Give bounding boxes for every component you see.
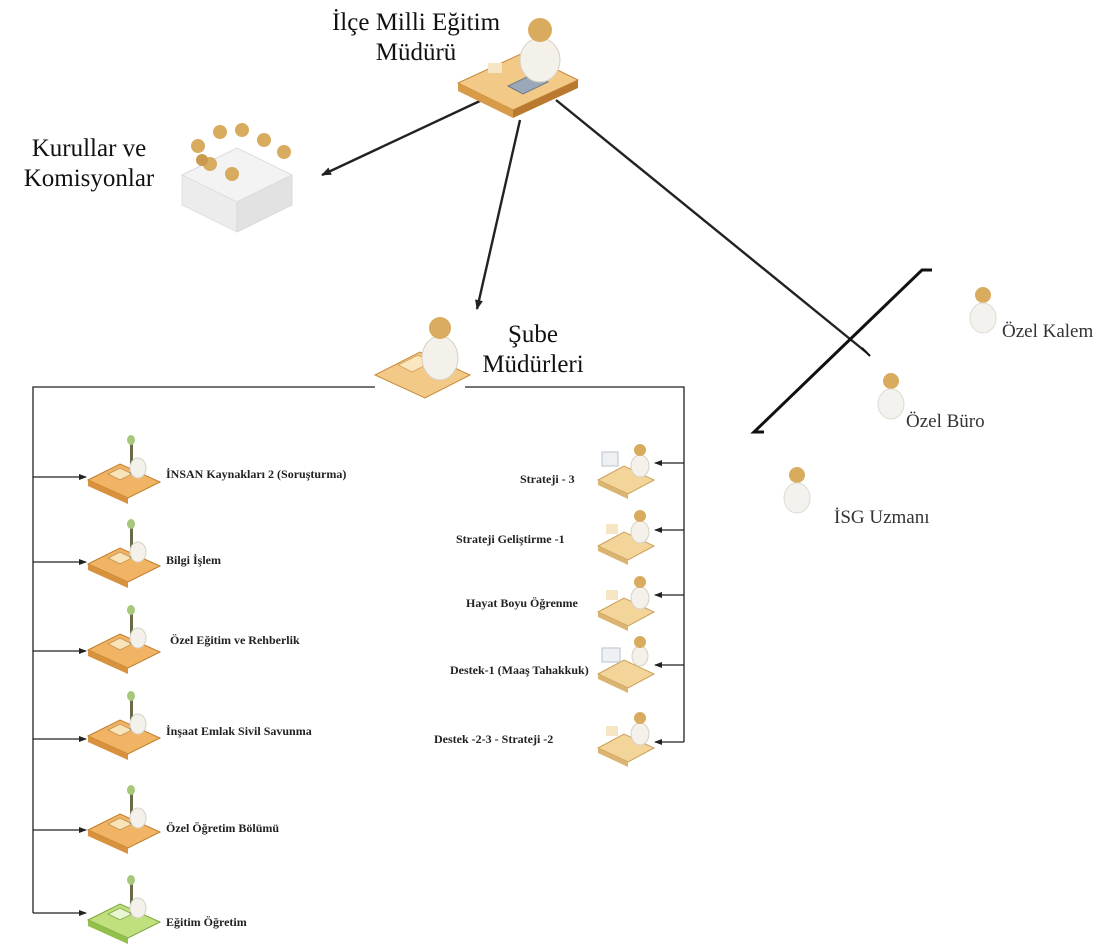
staff-osh-specialist: İSG Uzmanı xyxy=(834,507,930,528)
unit-workstation-icon xyxy=(596,706,656,773)
unit-label: Eğitim Öğretim xyxy=(166,915,247,929)
unit-workstation-icon xyxy=(86,604,162,679)
line-to-staff xyxy=(555,99,867,353)
unit-label: Strateji - 3 xyxy=(520,472,575,486)
unit-label: Özel Eğitim ve Rehberlik xyxy=(170,633,300,647)
staff-private-office: Özel Kalem xyxy=(1002,321,1094,342)
unit-label: Strateji Geliştirme -1 xyxy=(456,532,565,546)
unit-workstation-icon xyxy=(86,784,162,859)
unit-workstation-icon xyxy=(596,504,656,571)
unit-label: Bilgi İşlem xyxy=(166,553,222,567)
unit-label: Hayat Boyu Öğrenme xyxy=(466,596,578,610)
unit-workstation-icon xyxy=(596,570,656,637)
arrow-to-boards xyxy=(321,98,483,177)
staff-bracket xyxy=(750,268,932,434)
director-title: İlçe Milli Eğitim Müdürü xyxy=(331,9,501,66)
unit-workstation-icon xyxy=(86,690,162,765)
unit-label: Destek-1 (Maaş Tahakkuk) xyxy=(450,663,589,677)
unit-workstation-icon xyxy=(86,434,162,509)
unit-label: Destek -2-3 - Strateji -2 xyxy=(434,732,554,746)
unit-workstation-icon xyxy=(86,518,162,593)
unit-workstation-icon xyxy=(86,874,162,949)
branch-title: Şube Müdürleri xyxy=(482,321,584,378)
branch-desk-icon xyxy=(373,317,472,399)
director-desk-icon xyxy=(456,18,580,118)
unit-label: İnşaat Emlak Sivil Savunma xyxy=(166,724,312,738)
person-icon xyxy=(969,287,997,334)
arrow-to-branch xyxy=(475,119,522,310)
unit-label: İNSAN Kaynakları 2 (Soruşturma) xyxy=(166,467,347,481)
left-bus xyxy=(32,386,375,913)
boards-title: Kurullar ve Komisyonlar xyxy=(23,135,155,192)
unit-label: Özel Öğretim Bölümü xyxy=(166,821,280,835)
person-icon xyxy=(783,467,811,514)
person-icon xyxy=(877,373,905,420)
unit-workstation-icon xyxy=(596,632,656,699)
meeting-table-icon xyxy=(180,123,294,233)
staff-special-bureau: Özel Büro xyxy=(906,411,985,432)
right-bus xyxy=(465,386,685,742)
unit-workstation-icon xyxy=(596,438,656,505)
